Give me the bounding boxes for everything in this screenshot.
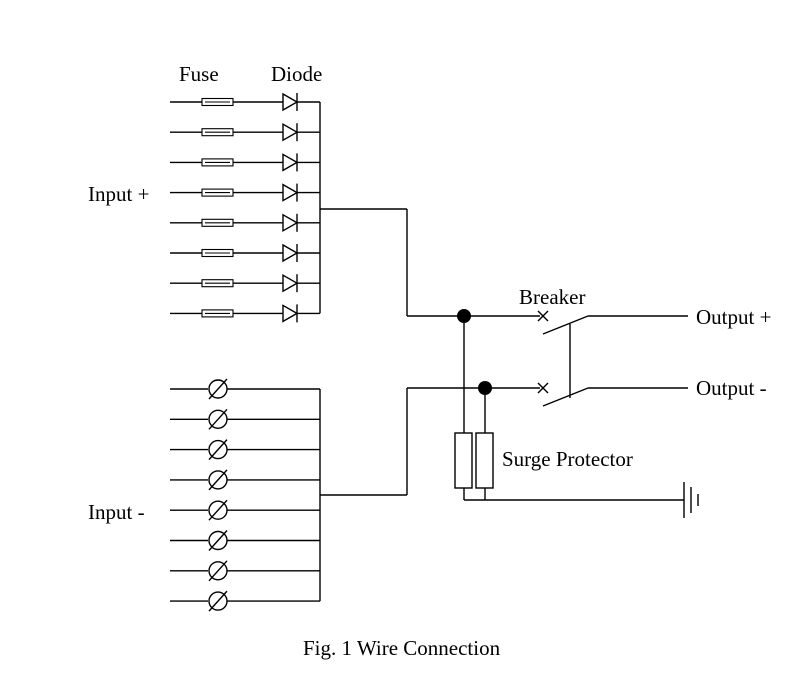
diode-icon [282,243,299,263]
surge-protector-module [475,432,494,489]
terminal-slash [208,530,228,551]
terminal-slash [208,469,228,491]
figure-caption: Fig. 1 Wire Connection [303,636,501,660]
output-plus-label: Output + [696,305,772,329]
diode-icon [282,304,299,323]
terminal-slash [208,408,228,430]
terminal-slash [208,560,228,582]
surge-protector-label: Surge Protector [502,447,633,471]
terminal-slash [208,439,228,461]
diode-icon [282,92,299,112]
breaker-contact-x [537,310,549,322]
output-minus-label: Output - [696,376,767,400]
diode-icon [282,122,299,142]
input-plus-label: Input + [88,182,150,206]
diode-icon [282,183,299,202]
terminal-slash [208,590,228,612]
terminal-slash [208,499,228,521]
breaker-contact-x [537,382,549,394]
breaker-switch-blade [542,315,589,335]
diode-icon [282,273,299,293]
diode-icon [282,213,299,233]
input-minus-label: Input - [88,500,145,524]
breaker-label: Breaker [519,285,586,309]
diode-icon [282,153,299,172]
surge-protector-module [454,432,473,489]
fuse-label: Fuse [179,62,219,86]
diode-label: Diode [271,62,323,86]
terminal-slash [208,378,228,400]
breaker-switch-blade [542,387,589,407]
